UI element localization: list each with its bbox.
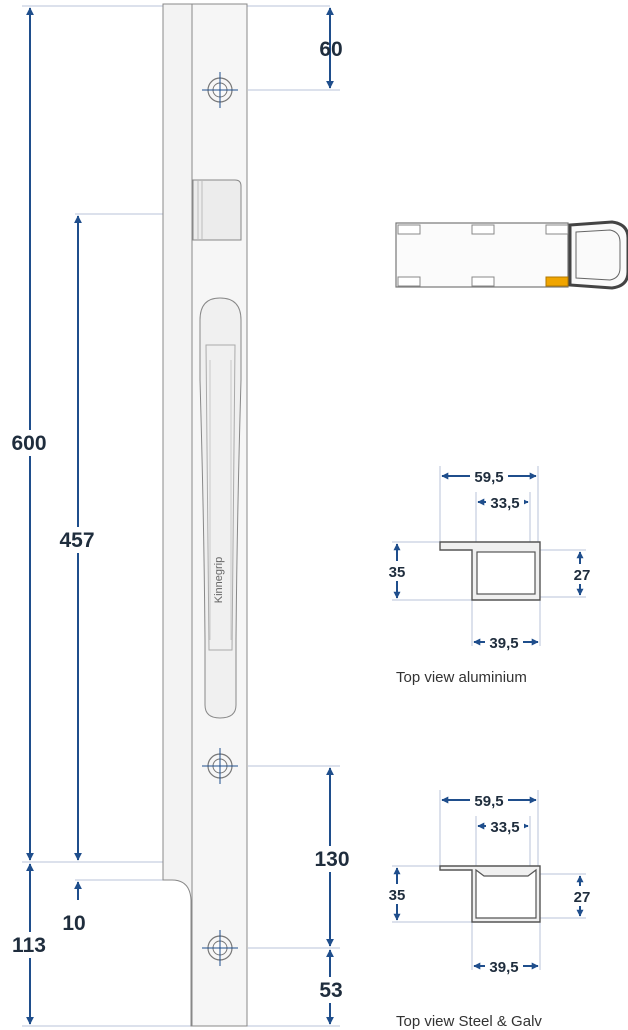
screw-hole-middle [202,748,238,784]
dim-total-length: 600 [11,432,46,455]
alu-width-bottom: 39,5 [489,635,518,652]
steel-height-right: 27 [574,889,591,906]
caption-steel: Top view Steel & Galv [396,1013,542,1030]
aluminium-profile-view: 59,5 33,5 39,5 35 27 Top view aluminium [385,466,594,686]
steel-width-bottom: 39,5 [489,959,518,976]
alu-height-right: 27 [574,567,591,584]
alu-height-left: 35 [389,564,406,581]
steel-width-inner: 33,5 [490,819,519,836]
stop-block [192,179,242,241]
alu-width-inner: 33,5 [490,495,519,512]
steel-profile-view: 59,5 33,5 39,5 35 27 Top view Steel & Ga… [385,790,594,1030]
handle-rail: Kinnegrip [162,3,248,1027]
brand-label: Kinnegrip [213,557,225,603]
dim-handle-height: 457 [59,529,94,552]
steel-height-left: 35 [389,887,406,904]
screw-hole-bottom [202,930,238,966]
truck-top-view-icon [395,220,628,290]
alu-width-outer: 59,5 [474,469,503,486]
dim-hole-from-top: 60 [319,38,342,61]
dim-offset: 10 [62,912,85,935]
dim-lower-section: 113 [12,934,46,957]
dim-hole-spacing: 130 [314,848,349,871]
caption-aluminium: Top view aluminium [396,669,527,686]
screw-hole-top [202,72,238,108]
highlight-position-marker [545,276,569,287]
main-front-view: Kinnegrip [6,3,354,1027]
steel-width-outer: 59,5 [474,793,503,810]
dim-hole-from-bottom: 53 [319,979,342,1002]
